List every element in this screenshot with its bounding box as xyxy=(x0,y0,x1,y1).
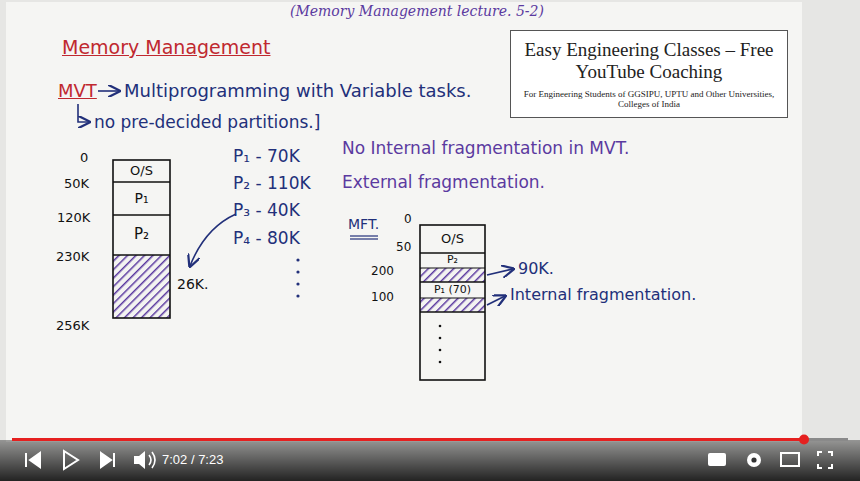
internal-frag xyxy=(420,298,485,312)
underline xyxy=(350,238,378,239)
partition-line xyxy=(420,267,485,268)
partition-line xyxy=(420,281,485,282)
settings-icon xyxy=(751,457,756,462)
whiteboard xyxy=(6,2,802,442)
node-text: P₁ xyxy=(134,190,148,206)
partition-line xyxy=(113,214,170,215)
definition: Multiprogramming with Variable tasks. xyxy=(124,80,471,102)
dot xyxy=(296,282,299,285)
address: 256K xyxy=(56,318,89,334)
address: 230K xyxy=(56,249,89,265)
arrow xyxy=(487,269,513,275)
process-size: P₂ - 110K xyxy=(233,173,311,193)
theater-icon xyxy=(781,453,799,466)
memory-partition: O/S xyxy=(420,225,485,253)
partition-line xyxy=(113,181,170,182)
video-time: 7:02 / 7:23 xyxy=(162,452,223,468)
memory-partition: P₂ xyxy=(113,215,170,255)
memory-column xyxy=(113,160,170,318)
address: 50K xyxy=(64,176,89,192)
note: Internal fragmentation. xyxy=(510,285,696,304)
next-icon xyxy=(101,453,114,467)
node-text: O/S xyxy=(130,164,153,179)
partition-line xyxy=(420,311,485,312)
underline xyxy=(350,235,378,236)
address: 0 xyxy=(80,150,88,166)
arrow xyxy=(190,214,236,266)
node-text: P₂ xyxy=(134,226,149,243)
dot xyxy=(296,270,299,273)
node-subtext: For Engineering Students of GGSIPU, UPTU… xyxy=(521,89,777,110)
partition-line xyxy=(113,254,170,255)
node-text: O/S xyxy=(441,232,464,247)
abbreviation: MVT xyxy=(58,80,97,102)
address: 120K xyxy=(57,210,90,226)
play-icon xyxy=(64,451,78,469)
volume-icon xyxy=(149,452,155,468)
node-text: P₁ (70) xyxy=(434,284,471,297)
note: External fragmentation. xyxy=(342,172,545,192)
process-size: P₄ - 80K xyxy=(233,228,300,248)
volume-icon xyxy=(134,451,145,469)
memory-column xyxy=(420,225,485,380)
arrow xyxy=(98,90,119,92)
free-hole xyxy=(113,255,170,318)
heading: Memory Management xyxy=(62,36,270,59)
control-bar xyxy=(0,440,860,481)
memory-partition: P₁ (70) xyxy=(420,282,485,298)
dot xyxy=(296,258,299,261)
channel-banner: Easy Engineering Classes – Free YouTube … xyxy=(510,30,788,118)
progress-track xyxy=(12,438,848,441)
progress-played xyxy=(12,438,804,441)
dot xyxy=(439,337,442,340)
internal-frag xyxy=(420,268,485,282)
address: 0 xyxy=(404,212,412,226)
captions-icon xyxy=(708,453,726,466)
node-text: Easy Engineering Classes – Free YouTube … xyxy=(521,39,777,83)
memory-partition: O/S xyxy=(113,160,170,182)
process-size: P₁ - 70K xyxy=(233,146,300,166)
fragment-size: 90K. xyxy=(518,259,554,278)
dot xyxy=(296,294,299,297)
address: 100 xyxy=(371,290,394,304)
partition-line xyxy=(420,297,485,298)
prev-icon xyxy=(26,453,40,467)
dot xyxy=(439,361,442,364)
node-text: P₂ xyxy=(447,254,458,267)
address: 50 xyxy=(396,240,411,254)
process-size: P₃ - 40K xyxy=(233,200,300,220)
progress-knob xyxy=(799,435,809,445)
dot xyxy=(439,325,442,328)
lecture-title: (Memory Management lecture. 5-2) xyxy=(290,3,544,20)
dot xyxy=(439,349,442,352)
memory-partition: P₂ xyxy=(420,253,485,268)
hook-arrow xyxy=(78,104,89,122)
note: No Internal fragmentation in MVT. xyxy=(342,138,629,158)
note: no pre-decided partitions.] xyxy=(94,112,320,132)
arrow xyxy=(487,296,505,305)
abbreviation: MFT. xyxy=(348,216,379,233)
hole-size: 26K. xyxy=(177,276,208,293)
fullscreen-icon xyxy=(818,452,832,468)
address: 200 xyxy=(371,264,394,278)
memory-partition: P₁ xyxy=(113,182,170,215)
settings-icon xyxy=(747,453,761,467)
